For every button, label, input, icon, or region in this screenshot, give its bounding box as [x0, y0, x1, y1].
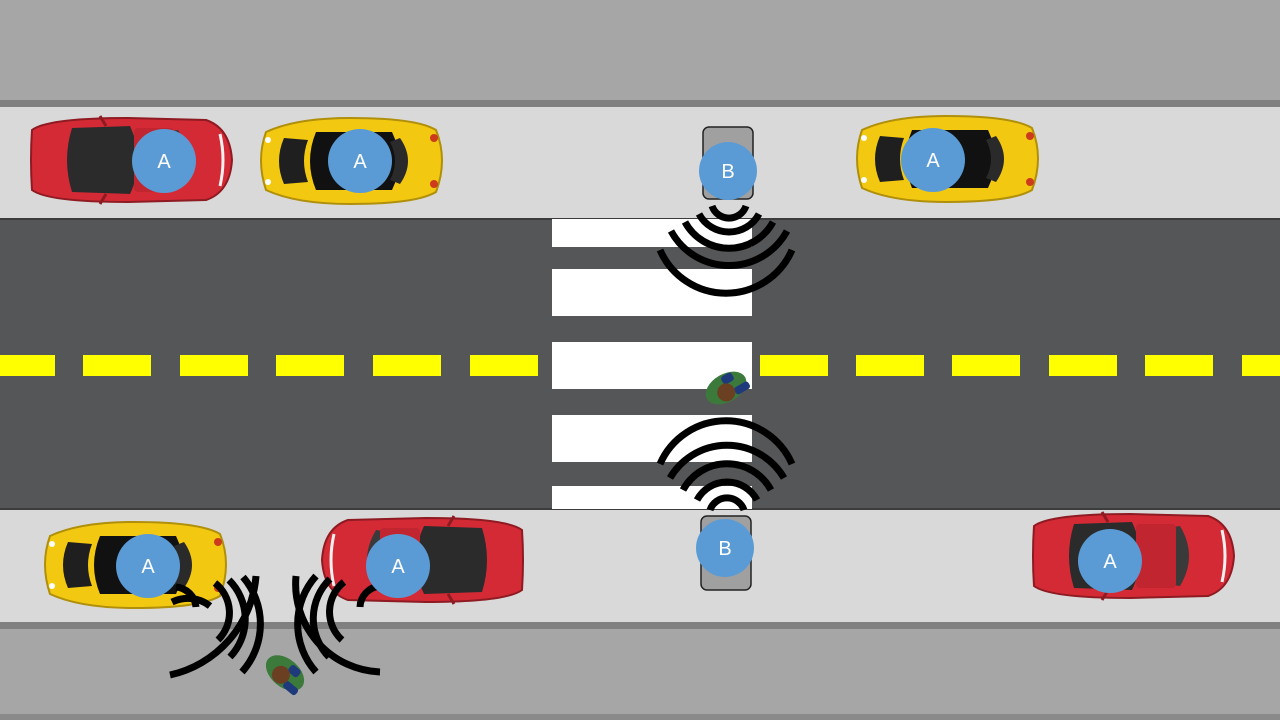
- roadside-unit-label: B: [718, 538, 731, 560]
- bottom-edge-line: [0, 714, 1280, 720]
- vehicle-badge-1: A: [132, 129, 196, 193]
- wireless-signal-icon: [169, 204, 796, 679]
- car-red-top-left: [29, 114, 234, 206]
- vehicle-badge-4: A: [116, 534, 180, 598]
- vehicle-label: A: [157, 151, 171, 173]
- center-lane-marking: [0, 355, 1280, 376]
- vehicle-label: A: [1103, 551, 1117, 573]
- vehicle-badge-3: A: [901, 128, 965, 192]
- upper-curb-line: [0, 100, 1280, 107]
- vehicle-badge-5: A: [366, 534, 430, 598]
- vehicle-label: A: [353, 151, 367, 173]
- vehicle-badge-6: A: [1078, 529, 1142, 593]
- lower-sidewalk: [0, 629, 1280, 715]
- vehicle-label: A: [141, 556, 155, 578]
- vehicle-label: A: [926, 150, 940, 172]
- vehicle-label: A: [391, 556, 405, 578]
- upper-sidewalk: [0, 0, 1280, 100]
- roadside-unit-badge-bottom: B: [696, 519, 754, 577]
- roadside-unit-label: B: [721, 161, 734, 183]
- roadside-unit-badge-top: B: [699, 142, 757, 200]
- vehicle-badge-2: A: [328, 129, 392, 193]
- lower-curb-line: [0, 622, 1280, 629]
